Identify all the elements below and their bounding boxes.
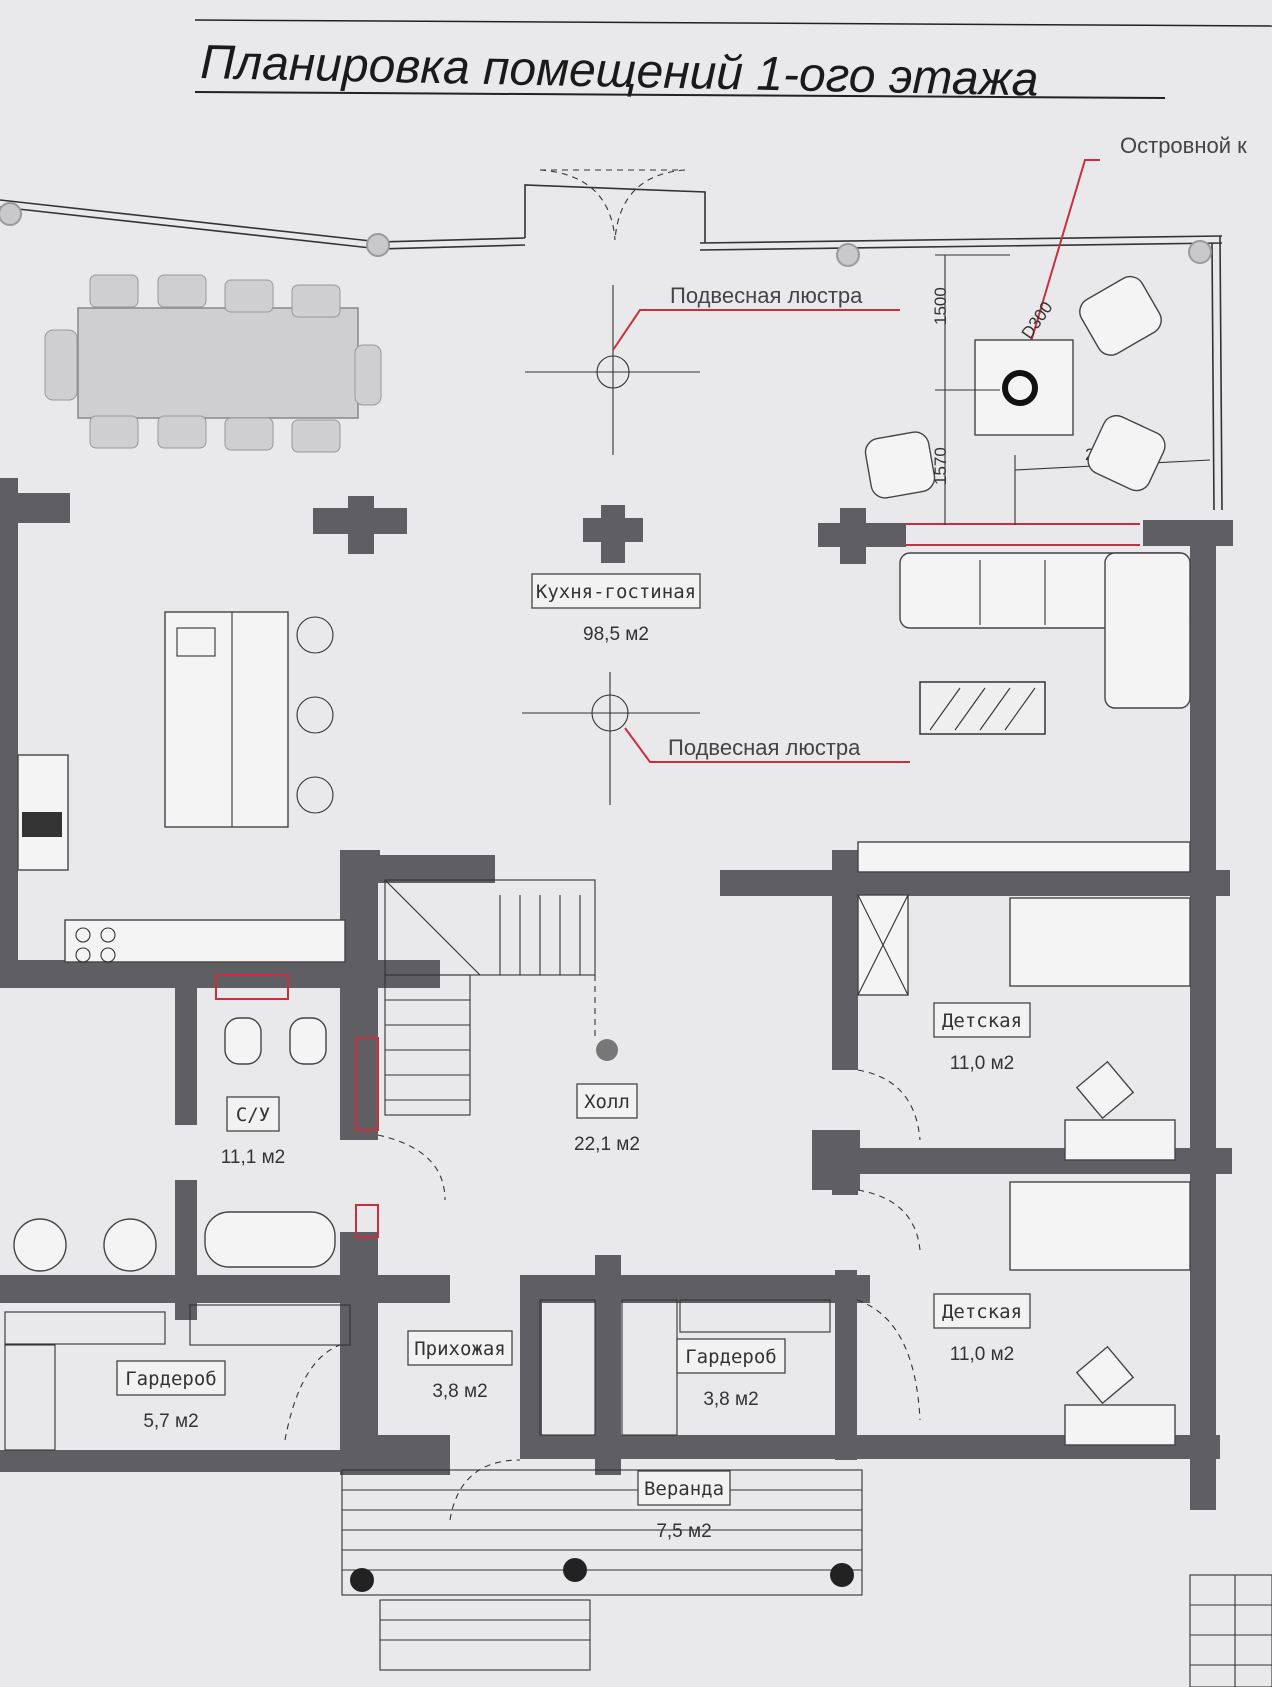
- room-name: Прихожая: [414, 1338, 506, 1360]
- coffee-table: [919, 681, 1046, 735]
- lounge-area: 1500 1570 2000 D300: [864, 254, 1211, 525]
- room-label-box: [933, 1293, 1031, 1329]
- room-name: Детская: [942, 1010, 1022, 1032]
- room-label-box: [531, 573, 701, 609]
- callout-island-leader: [1029, 159, 1100, 346]
- room-area: 11,0 м2: [950, 1053, 1014, 1074]
- kitchen-island: [164, 611, 334, 828]
- title-underline: [194, 91, 1166, 99]
- room-label-box: [933, 1002, 1031, 1038]
- dim-1570: 1570: [931, 447, 950, 485]
- armchair-icon: [864, 431, 936, 499]
- room-area: 3,8 м2: [703, 1389, 758, 1410]
- room-area: 22,1 м2: [574, 1134, 640, 1155]
- room-area: 7,5 м2: [656, 1521, 711, 1542]
- room-area: 3,8 м2: [432, 1381, 487, 1402]
- room-label-box: [676, 1338, 786, 1374]
- dim-1500: 1500: [931, 287, 950, 325]
- armchair-icon: [1087, 414, 1166, 492]
- room-label-box: [116, 1360, 226, 1396]
- room-label-box: [637, 1470, 731, 1506]
- room-area: 98,5 м2: [583, 624, 649, 645]
- island-hood-icon: [1002, 370, 1038, 406]
- room-label-box: [407, 1330, 513, 1366]
- sofa: [899, 552, 1191, 709]
- room-name: Детская: [942, 1301, 1022, 1323]
- room-label-box: [576, 1083, 638, 1119]
- kitchen-counter: [17, 754, 346, 963]
- sheet-border-top: [194, 19, 1272, 27]
- room-name: Кухня-гостиная: [536, 581, 696, 603]
- bathroom-fixtures: [13, 1017, 336, 1272]
- chandelier-bottom: [522, 672, 910, 805]
- kids-room-furniture: [857, 841, 1191, 1446]
- callout-island: Островной к: [1120, 133, 1247, 158]
- room-name: Холл: [584, 1091, 630, 1113]
- staircase: [384, 879, 618, 1116]
- room-name: Гардероб: [125, 1368, 217, 1390]
- room-labels: Кухня-гостиная 98,5 м2 С/У 11,1 м2 Холл 22,1 …: [116, 573, 1031, 1542]
- callout-chandelier-bottom: Подвесная люстра: [668, 735, 861, 760]
- column-dot: [366, 233, 390, 257]
- dim-d300: D300: [1018, 298, 1057, 342]
- dining-table: [44, 274, 382, 453]
- chandelier-top: [525, 285, 900, 455]
- room-area: 11,0 м2: [950, 1344, 1014, 1365]
- room-label-box: [226, 1096, 280, 1132]
- armchair-icon: [1079, 275, 1162, 356]
- callout-chandelier-top: Подвесная люстра: [670, 283, 863, 308]
- column-dot: [836, 243, 860, 267]
- column-dot: [1188, 240, 1212, 264]
- room-name: С/У: [236, 1104, 270, 1126]
- door-swings: [284, 1069, 921, 1521]
- wardrobe-hatching: [4, 1299, 831, 1451]
- room-name: Веранда: [644, 1478, 724, 1500]
- title-block: [1189, 1574, 1272, 1687]
- room-area: 11,1 м2: [221, 1147, 285, 1168]
- column-dot: [0, 202, 22, 226]
- room-name: Гардероб: [685, 1346, 777, 1368]
- room-area: 5,7 м2: [143, 1411, 198, 1432]
- veranda-deck: [341, 1469, 863, 1671]
- top-facade: [0, 169, 1223, 511]
